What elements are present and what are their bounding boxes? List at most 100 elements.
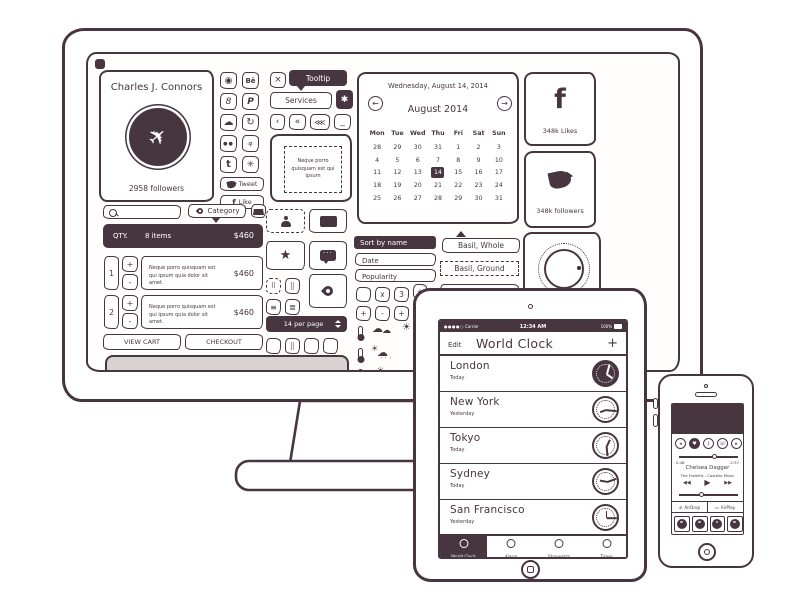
qty-minus-button[interactable]: - — [122, 274, 138, 290]
calendar-date[interactable]: 18 — [373, 182, 382, 190]
calendar-date[interactable]: 28 — [373, 143, 382, 151]
tumblr-icon[interactable]: t — [220, 156, 237, 173]
calendar-date[interactable]: 14 — [431, 167, 445, 179]
calendar-date[interactable]: 15 — [454, 169, 463, 177]
edit-button[interactable]: Edit — [448, 341, 462, 349]
grid-view-dotted-button[interactable]: ⠿ — [266, 278, 281, 294]
map-slot[interactable] — [309, 274, 347, 308]
calendar-date[interactable]: 23 — [474, 182, 483, 190]
search-input[interactable] — [103, 205, 181, 219]
calendar-date[interactable]: 8 — [456, 156, 461, 164]
fast-forward-button[interactable]: ▶▶ — [724, 480, 732, 486]
volume-track[interactable] — [679, 494, 738, 496]
services-button[interactable]: Services — [270, 92, 332, 109]
tab-timer[interactable]: Timer — [583, 536, 626, 557]
key-3[interactable]: 3 — [394, 287, 409, 302]
image-slot[interactable] — [309, 209, 347, 233]
eq-knob[interactable] — [674, 516, 690, 532]
calendar-date[interactable]: 27 — [413, 194, 422, 202]
behance-icon[interactable]: Bē — [242, 72, 259, 89]
category-dropdown[interactable]: Category — [188, 204, 246, 218]
mic-circle-button[interactable]: ( — [703, 438, 714, 449]
user-slot[interactable] — [266, 209, 305, 233]
favorite-slot[interactable]: ★ — [266, 241, 305, 270]
add-city-button[interactable]: + — [607, 336, 618, 351]
ipad-home-button[interactable] — [521, 560, 540, 579]
qty-plus-button[interactable]: + — [122, 295, 138, 311]
progress-track[interactable] — [679, 456, 738, 458]
calendar-date[interactable]: 28 — [433, 194, 442, 202]
grid-view-button[interactable]: ⣿ — [285, 278, 300, 294]
list-view-button[interactable]: ≡ — [266, 299, 281, 315]
iphone-home-button[interactable] — [698, 543, 716, 561]
calendar-date[interactable]: 21 — [433, 182, 442, 190]
iphone-volume-down-button[interactable] — [653, 414, 658, 427]
calendar-date[interactable]: 3 — [496, 143, 501, 151]
toggle-slot-grid[interactable]: ⣿ — [285, 338, 300, 354]
calendar-date[interactable]: 13 — [413, 169, 422, 177]
calendar-date[interactable]: 10 — [494, 156, 503, 164]
play-button[interactable]: ▶ — [704, 478, 711, 487]
eq-knob[interactable] — [692, 516, 708, 532]
detail-list-button[interactable]: ≣ — [285, 299, 300, 315]
corner-app-icon[interactable] — [95, 59, 105, 69]
calendar-date[interactable]: 31 — [433, 143, 442, 151]
calendar-date[interactable]: 29 — [454, 194, 463, 202]
airplay-button[interactable]: ▭ AirPlay — [714, 504, 736, 510]
calendar-date[interactable]: 11 — [373, 169, 382, 177]
key-plus[interactable]: + — [394, 306, 409, 321]
eq-knob[interactable] — [709, 516, 725, 532]
calendar-date[interactable]: 6 — [415, 156, 420, 164]
progress-thumb[interactable] — [712, 454, 717, 459]
sort-option-popularity[interactable]: Popularity — [355, 269, 436, 282]
calendar-prev-button[interactable]: ← — [368, 96, 383, 111]
rewind-button[interactable]: « — [289, 114, 306, 130]
calendar-date[interactable]: 30 — [474, 194, 483, 202]
view-cart-button[interactable]: VIEW CART — [103, 334, 181, 350]
calendar-date[interactable]: 16 — [474, 169, 483, 177]
call-circle-button[interactable]: ☏ — [717, 438, 728, 449]
iphone-volume-up-button[interactable] — [653, 398, 658, 409]
flickr-icon[interactable]: ●● — [220, 135, 237, 152]
tweet-button[interactable]: Tweet — [220, 177, 264, 191]
twitter-widget[interactable]: 348k followers — [524, 151, 596, 228]
sort-option-date[interactable]: Date — [355, 253, 436, 266]
chat-slot[interactable] — [309, 241, 347, 270]
tab-alarm[interactable]: Alarm — [487, 536, 535, 557]
dribbble-icon[interactable]: ◉ — [220, 72, 237, 89]
checkout-button[interactable]: CHECKOUT — [185, 334, 263, 350]
calendar-date[interactable]: 9 — [476, 156, 481, 164]
calendar-date[interactable]: 24 — [494, 182, 503, 190]
toggle-slot[interactable] — [304, 338, 319, 354]
calendar-date[interactable]: 31 — [494, 194, 503, 202]
tab-world-clock[interactable]: World Clock — [440, 536, 487, 557]
calendar-date[interactable]: 30 — [413, 143, 422, 151]
calendar-date[interactable]: 17 — [494, 169, 503, 177]
settings-button[interactable]: ✱ — [336, 90, 353, 109]
next-circle-button[interactable]: ▸ — [731, 438, 742, 449]
product-item-selected[interactable]: Basil, Ground — [440, 261, 519, 276]
paypal-icon[interactable]: P — [242, 93, 259, 110]
calendar-date[interactable]: 2 — [476, 143, 481, 151]
calendar-date[interactable]: 19 — [393, 182, 402, 190]
google-plus-icon[interactable]: 8 — [220, 93, 237, 110]
calendar-date[interactable]: 7 — [435, 156, 440, 164]
key-x[interactable]: x — [375, 287, 390, 302]
product-item[interactable]: Basil, Whole — [442, 238, 520, 253]
previous-circle-button[interactable]: ◂ — [675, 438, 686, 449]
toggle-slot[interactable] — [323, 338, 338, 354]
calendar-date[interactable]: 29 — [393, 143, 402, 151]
calendar-date[interactable]: 1 — [456, 143, 461, 151]
refresh-icon[interactable]: ↻ — [242, 114, 259, 131]
tab-stopwatch[interactable]: Stopwatch — [535, 536, 583, 557]
fast-rewind-button[interactable]: ⋘ — [310, 114, 330, 130]
calendar-date[interactable]: 4 — [375, 156, 380, 164]
qty-minus-button[interactable]: - — [122, 313, 138, 329]
favorite-circle-button[interactable]: ♥ — [689, 438, 700, 449]
volume-thumb[interactable] — [699, 492, 704, 497]
per-page-dropdown[interactable]: 14 per page — [266, 316, 347, 332]
rss-icon[interactable]: « — [242, 135, 259, 152]
calendar-date[interactable]: 12 — [393, 169, 402, 177]
calendar-date[interactable]: 22 — [454, 182, 463, 190]
sort-selected[interactable]: Sort by name — [354, 236, 436, 249]
